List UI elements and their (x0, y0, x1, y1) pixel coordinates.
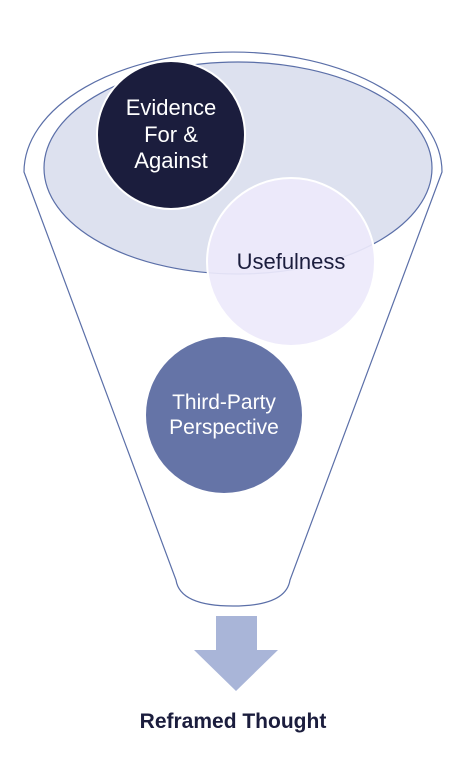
evidence-label-text: Evidence For & Against (125, 95, 217, 174)
evidence-circle (96, 60, 246, 210)
outcome-label-text: Reframed Thought (139, 710, 327, 733)
down-arrow-icon (194, 616, 278, 691)
third-party-label-text: Third-Party Perspective (169, 390, 279, 439)
outcome-label: Reframed Thought (0, 704, 466, 740)
usefulness-label-text: Usefulness (236, 248, 346, 274)
third-party-label: Third-Party Perspective (146, 333, 302, 497)
evidence-label: Evidence For & Against (98, 60, 244, 210)
usefulness-circle (206, 177, 376, 347)
usefulness-label: Usefulness (205, 178, 377, 346)
third-party-circle (144, 335, 304, 495)
